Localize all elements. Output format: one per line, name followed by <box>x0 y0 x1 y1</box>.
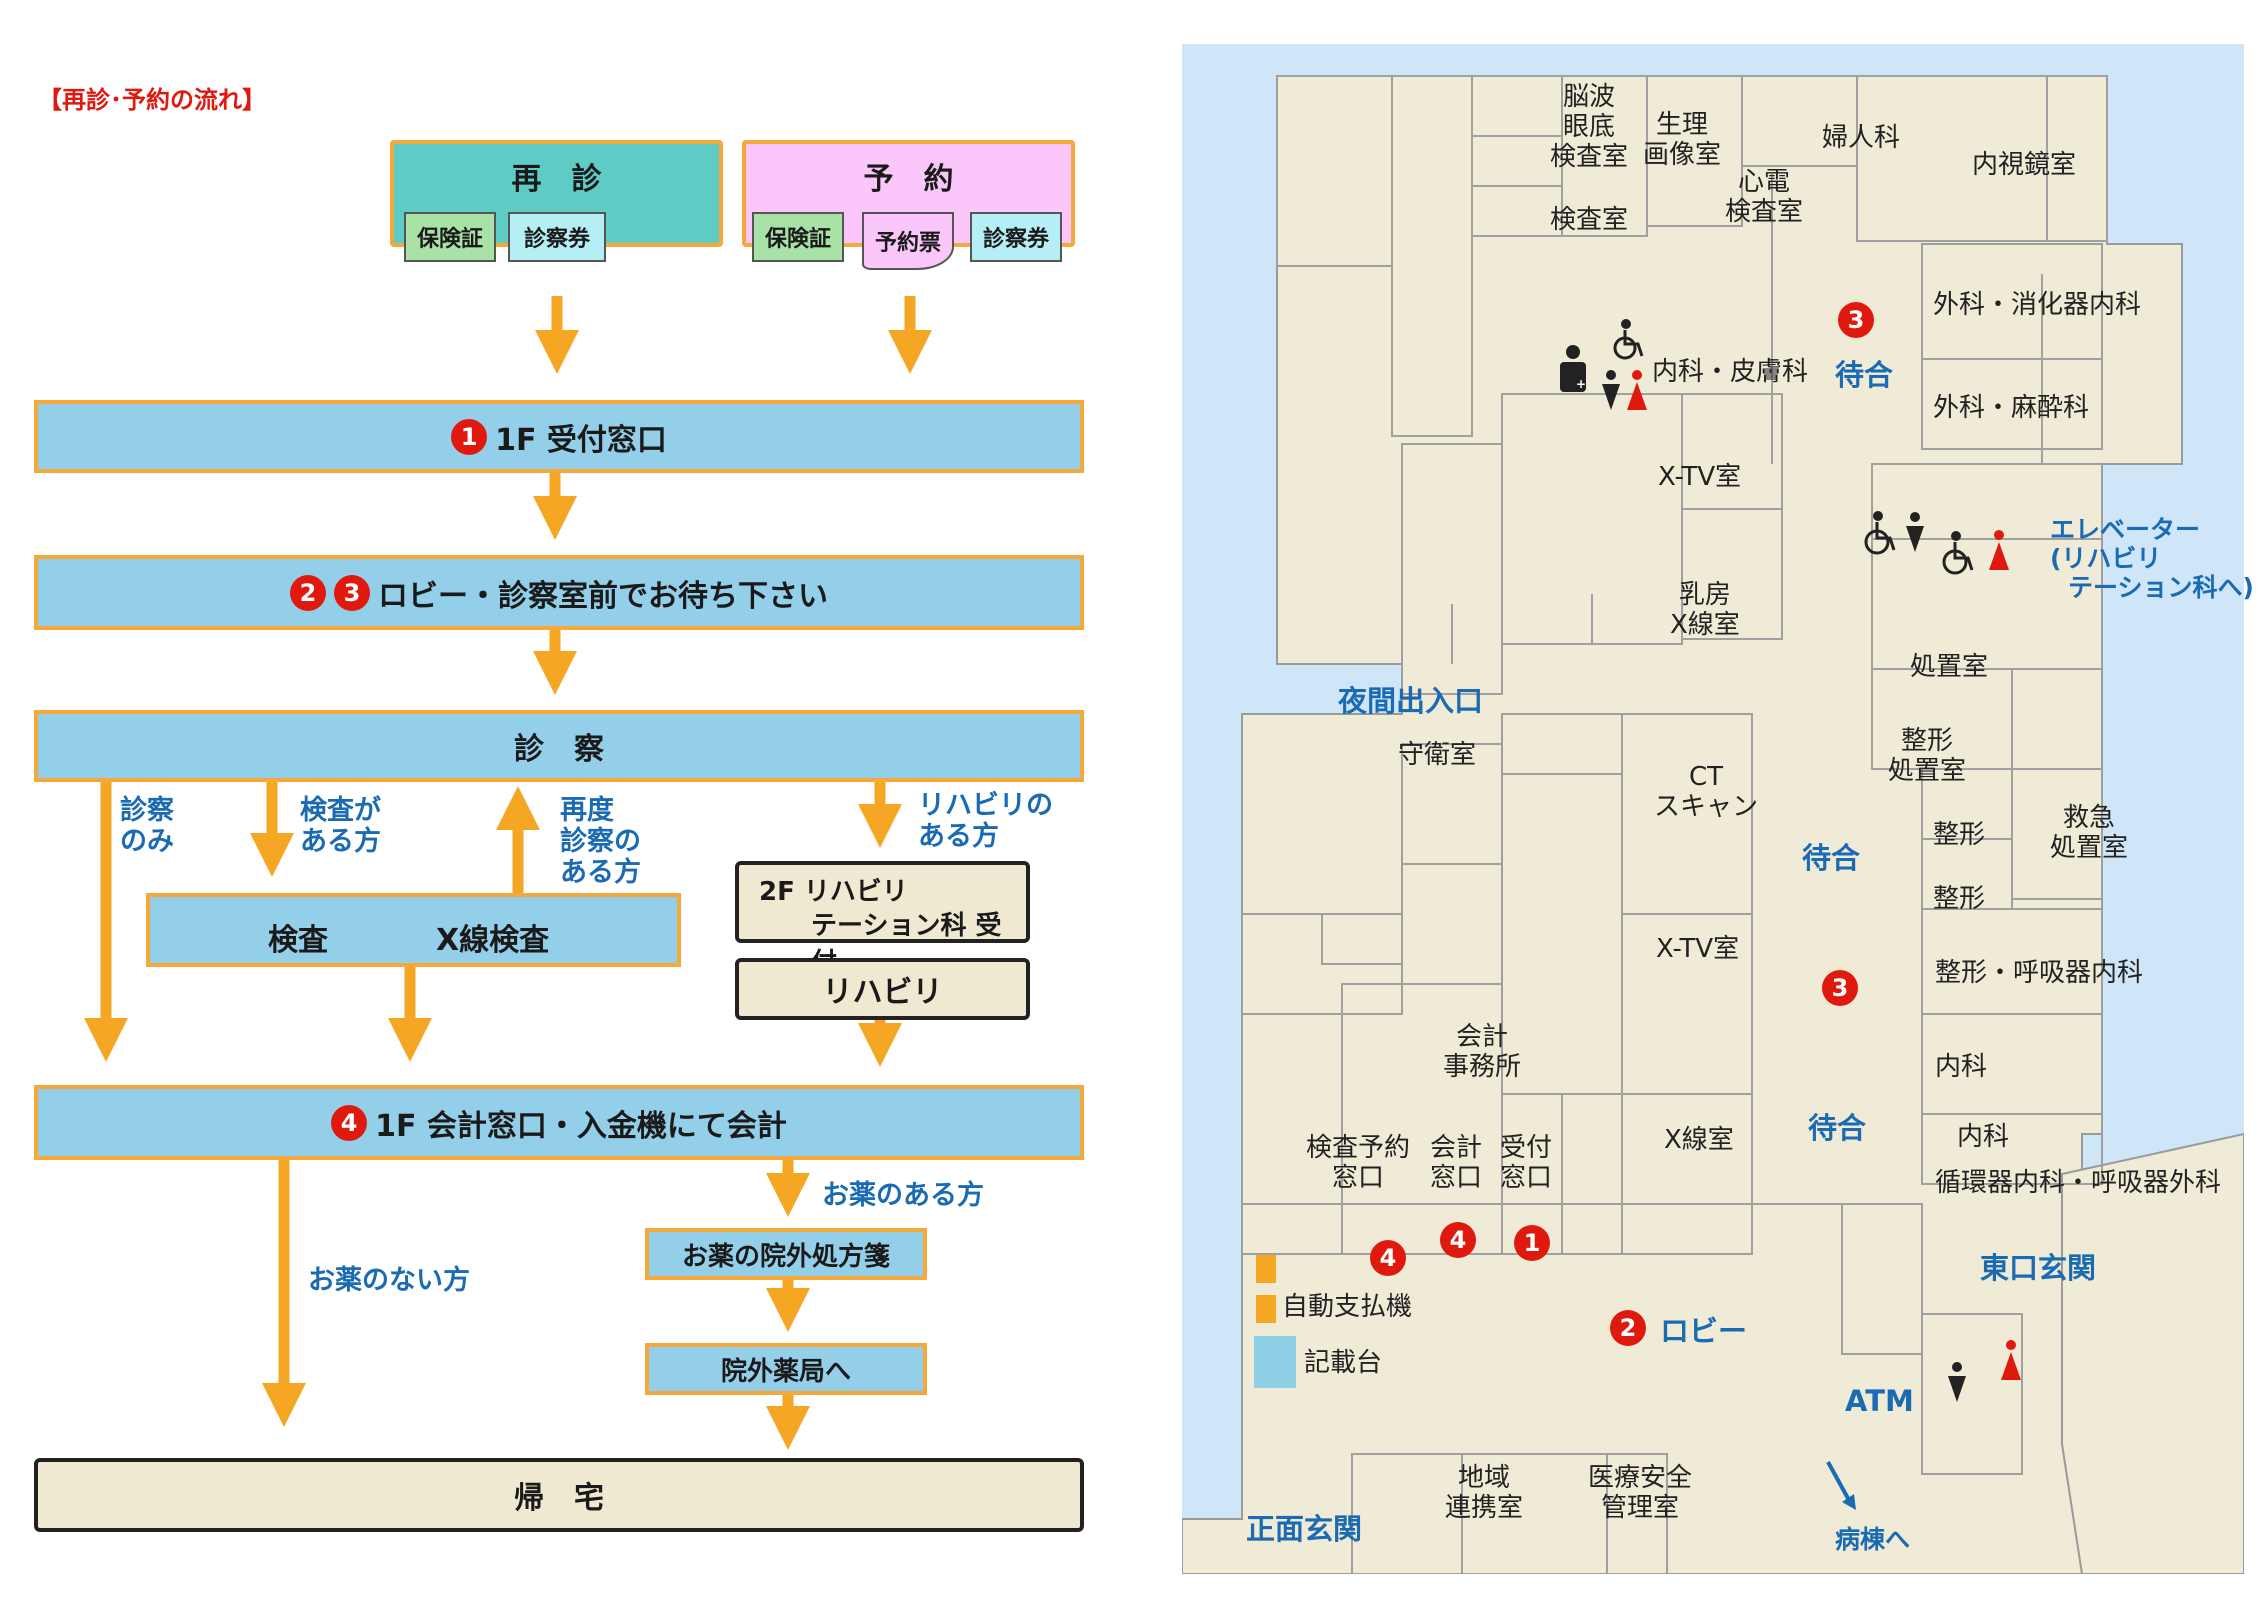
male-restroom-icon <box>1602 370 1620 410</box>
branch-has-test: 検査がある方 <box>300 795 381 857</box>
floor-plan <box>1182 75 2244 1574</box>
med-yes-label: お薬のある方 <box>822 1180 984 1211</box>
test-box: 検査 X線検査 <box>146 893 681 967</box>
room-safety: 医療安全管理室 <box>1588 1463 1693 1523</box>
auto-pay-label: 自動支払機 <box>1282 1292 1413 1322</box>
room-accounting-office: 会計事務所 <box>1443 1022 1522 1082</box>
auto-pay-swatch <box>1256 1255 1276 1283</box>
room-xtv2: X-TV室 <box>1656 934 1740 964</box>
room-internal2: 内科 <box>1957 1122 2010 1152</box>
rehab-reception-box: 2F リハビリ テーション科 受付 <box>735 861 1030 978</box>
room-endo: 内視鏡室 <box>1972 150 2077 180</box>
reserve-ticket-tag: 予約票 <box>862 212 954 270</box>
prescription-box: お薬の院外処方箋 <box>645 1228 927 1280</box>
counter-test-reservation: 検査予約窓口 <box>1306 1133 1411 1193</box>
ward-label: 病棟へ <box>1835 1525 1911 1554</box>
reserve-title: 予 約 <box>863 162 954 197</box>
test-label: 検査 <box>268 923 328 958</box>
svg-text:+: + <box>1576 377 1586 391</box>
nursing-room-icon: + <box>1560 345 1586 392</box>
floor-map <box>1182 44 2244 1574</box>
desk-swatch <box>1254 1336 1296 1388</box>
revisit-insurance-tag: 保険証 <box>404 212 496 262</box>
step23-waiting: 2 3 ロビー・診察室前でお待ち下さい <box>34 555 1084 630</box>
branch-exam-only: 診察のみ <box>120 795 174 857</box>
room-eeg: 脳波眼底検査室 <box>1550 82 1629 172</box>
map-marker-3b: 3 <box>1822 970 1858 1006</box>
reserve-card-tag: 診察券 <box>970 212 1062 262</box>
male-restroom-icon-2 <box>1906 512 1924 552</box>
room-emergency: 救急処置室 <box>2050 803 2129 863</box>
elevator-label: エレベーター(リハビリテーション科へ) <box>2050 515 2254 602</box>
room-ortho-treat: 整形処置室 <box>1888 726 1967 786</box>
step4-payment: 4 1F 会計窓口・入金機にて会計 <box>34 1085 1084 1160</box>
flow-title: 【再診･予約の流れ】 <box>38 86 266 114</box>
male-restroom-icon-3 <box>1948 1362 1966 1402</box>
revisit-card-tag: 診察券 <box>508 212 606 262</box>
branch-rehab: リハビリのある方 <box>918 790 1053 852</box>
room-ortho1: 整形 <box>1933 820 1986 850</box>
main-entrance-label: 正面玄関 <box>1246 1512 1363 1546</box>
room-physio: 生理画像室 <box>1643 110 1722 170</box>
auto-pay-swatch-2 <box>1256 1295 1276 1323</box>
east-entrance-label: 東口玄関 <box>1980 1251 2097 1285</box>
map-marker-4b: 4 <box>1440 1222 1476 1258</box>
exam-bar: 診 察 <box>34 710 1084 782</box>
room-ortho-resp: 整形・呼吸器内科 <box>1935 958 2144 988</box>
step1-reception: 1 1F 受付窓口 <box>34 400 1084 473</box>
female-restroom-icon-2 <box>1989 530 2009 570</box>
room-internal1: 内科 <box>1935 1052 1988 1082</box>
map-marker-2: 2 <box>1610 1310 1646 1346</box>
med-no-label: お薬のない方 <box>308 1265 470 1296</box>
room-surg-gi: 外科・消化器内科 <box>1933 290 2142 320</box>
map-marker-3a: 3 <box>1838 302 1874 338</box>
step1-marker: 1 <box>451 418 488 455</box>
step1-label: 1F 受付窓口 <box>495 422 667 458</box>
desk-label: 記載台 <box>1304 1348 1383 1378</box>
room-xray: X線室 <box>1664 1125 1734 1155</box>
counter-reception: 受付窓口 <box>1500 1133 1553 1193</box>
flow-arrows <box>84 296 932 1450</box>
female-restroom-icon <box>1627 370 1647 410</box>
lobby-label: ロビー <box>1660 1314 1748 1348</box>
ward-arrow-icon <box>1826 1461 1856 1510</box>
room-int-derm: 内科・皮膚科 <box>1652 357 1809 387</box>
step3-marker: 3 <box>334 574 370 611</box>
room-ecg: 心電検査室 <box>1725 167 1804 227</box>
pharmacy-box: 院外薬局へ <box>645 1343 927 1395</box>
wheelchair-icon-2 <box>1864 511 1896 555</box>
step4-marker: 4 <box>331 1104 368 1141</box>
step4-label: 1F 会計窓口・入金機にて会計 <box>375 1108 787 1144</box>
rehab-box: リハビリ <box>735 958 1030 1020</box>
branch-re-exam: 再度診察のある方 <box>560 795 641 888</box>
map-marker-4a: 4 <box>1370 1240 1406 1276</box>
room-gyn: 婦人科 <box>1822 123 1901 153</box>
room-regional: 地域連携室 <box>1445 1463 1524 1523</box>
room-ortho2: 整形 <box>1933 884 1986 914</box>
step23-label: ロビー・診察室前でお待ち下さい <box>378 578 828 614</box>
room-guard: 守衛室 <box>1398 740 1477 770</box>
home-box: 帰 宅 <box>34 1458 1084 1532</box>
step2-marker: 2 <box>290 574 326 611</box>
room-surg-anes: 外科・麻酔科 <box>1933 393 2090 423</box>
xray-test-label: X線検査 <box>436 923 550 958</box>
room-treatment: 処置室 <box>1910 652 1989 682</box>
reserve-insurance-tag: 保険証 <box>752 212 844 262</box>
map-marker-1: 1 <box>1514 1225 1550 1261</box>
waiting-label-2: 待合 <box>1802 841 1861 875</box>
wheelchair-icon <box>1613 319 1644 360</box>
room-xtv1: X-TV室 <box>1658 462 1742 492</box>
night-entrance-label: 夜間出入口 <box>1338 684 1484 718</box>
atm-label: ATM <box>1845 1384 1914 1418</box>
room-exam: 検査室 <box>1550 205 1629 235</box>
wheelchair-icon-3 <box>1942 531 1974 575</box>
room-circ-resp: 循環器内科・呼吸器外科 <box>1935 1168 2222 1198</box>
counter-payment: 会計窓口 <box>1430 1133 1483 1193</box>
waiting-label-1: 待合 <box>1835 358 1894 392</box>
waiting-label-3: 待合 <box>1808 1111 1867 1145</box>
revisit-title: 再 診 <box>511 162 602 197</box>
female-restroom-icon-3 <box>2001 1340 2021 1380</box>
